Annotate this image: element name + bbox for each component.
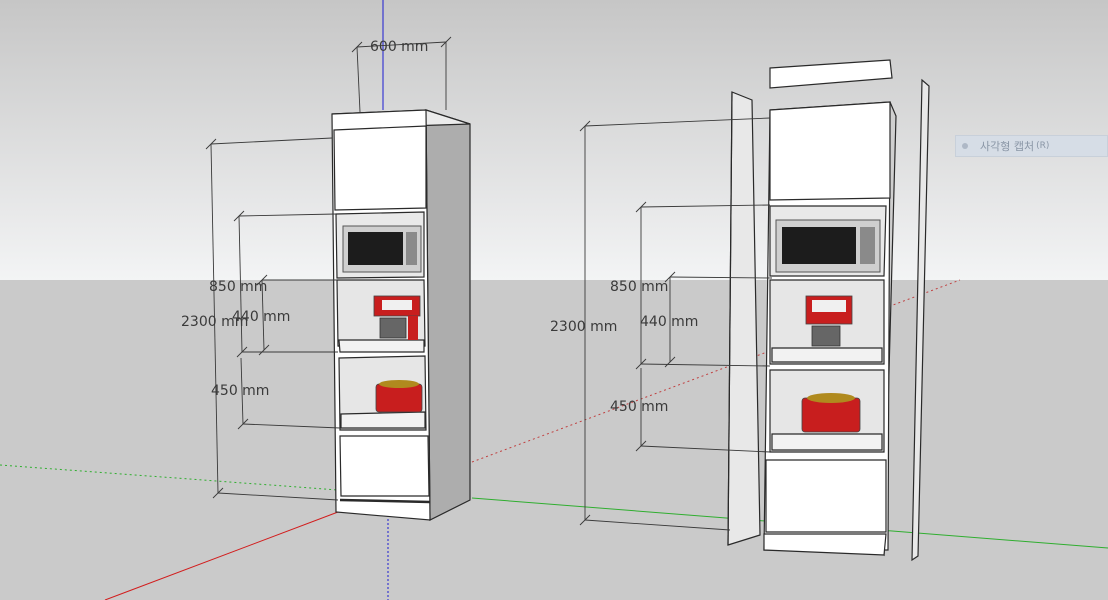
- red-axis-dotted: [471, 279, 961, 463]
- right-microwave: [775, 219, 881, 273]
- tooltip-label: 사각형 캡처: [980, 140, 1035, 153]
- left-cabinet-side: [425, 109, 471, 521]
- red-axis: [104, 511, 339, 600]
- left-rice-cooker: [375, 380, 423, 413]
- left-width-label: 600 mm: [370, 39, 428, 55]
- right-rice-cooker: [801, 393, 861, 433]
- capture-dot-icon: [962, 143, 968, 149]
- left-upper-bay-label: 850 mm: [209, 279, 267, 295]
- right-right-panel: [911, 78, 930, 562]
- right-dimension-lines: [579, 117, 773, 531]
- sky: [0, 0, 1108, 280]
- green-axis-dotted: [0, 464, 339, 491]
- right-shelf-tray: [771, 347, 883, 363]
- tooltip-shortcut: (R): [1036, 141, 1050, 151]
- left-bottom-door: [339, 435, 430, 497]
- right-upper-bay-label: 850 mm: [610, 279, 668, 295]
- right-upper-door: [769, 101, 891, 201]
- right-plinth: [763, 533, 887, 556]
- left-upper-door: [333, 125, 427, 211]
- right-top-panel: [769, 59, 893, 89]
- right-shelf-label: 440 mm: [640, 314, 698, 330]
- rectangle-capture-tooltip[interactable]: 사각형 캡처 (R): [955, 135, 1108, 157]
- left-shelf-tray: [338, 339, 425, 353]
- left-shelf-label: 440 mm: [232, 309, 290, 325]
- left-lower-tray: [340, 411, 426, 429]
- left-microwave: [342, 225, 422, 273]
- right-bottom-door: [765, 459, 887, 533]
- right-lower-tray: [771, 433, 883, 451]
- right-coffee-maker: [805, 295, 853, 347]
- right-lower-bay-label: 450 mm: [610, 399, 668, 415]
- left-lower-bay-label: 450 mm: [211, 383, 269, 399]
- left-coffee-maker: [373, 295, 421, 340]
- right-total-height-label: 2300 mm: [550, 319, 617, 335]
- left-total-height-label: 2300 mm: [181, 314, 248, 330]
- left-dimension-lines: [205, 36, 452, 501]
